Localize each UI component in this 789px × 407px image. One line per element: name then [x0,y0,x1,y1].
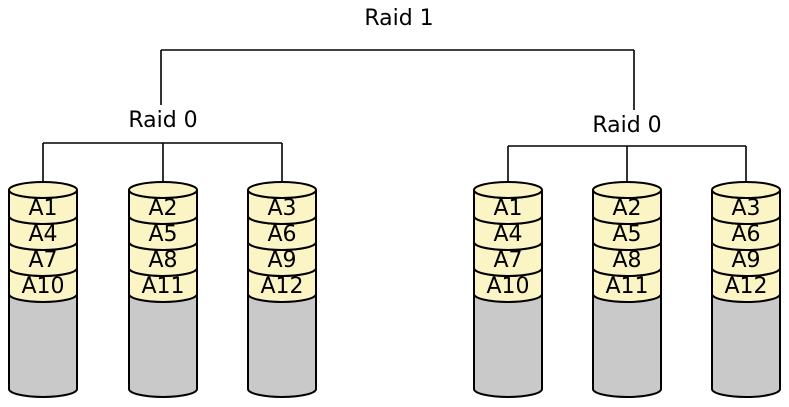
raid0-label: Raid 0 [128,108,197,133]
block-label: A7 [28,248,57,273]
disk-free-space [473,293,543,398]
disk-free-space [247,293,317,398]
block-label: A8 [612,248,641,273]
block-label: A9 [731,248,760,273]
raid1-title: Raid 1 [364,6,433,31]
disk-free-space [128,293,198,398]
disk-free-space [592,293,662,398]
block-label: A3 [731,196,760,221]
block-label: A10 [21,274,64,299]
disk-top [247,181,317,199]
block-label: A9 [267,248,296,273]
block-label: A2 [148,196,177,221]
disk-free-space [8,293,78,398]
block-label: A6 [731,222,760,247]
block-label: A5 [148,222,177,247]
block-label: A1 [493,196,522,221]
block-label: A7 [493,248,522,273]
block-label: A12 [260,274,303,299]
block-label: A6 [267,222,296,247]
block-label: A12 [724,274,767,299]
block-label: A5 [612,222,641,247]
block-label: A10 [486,274,529,299]
disk-top [592,181,662,199]
disk-top [473,181,543,199]
disk-top [711,181,781,199]
disk-free-space [711,293,781,398]
block-label: A3 [267,196,296,221]
block-label: A2 [612,196,641,221]
block-label: A4 [28,222,57,247]
block-label: A1 [28,196,57,221]
disk-top [8,181,78,199]
block-label: A4 [493,222,522,247]
block-label: A11 [141,274,184,299]
disk-top [128,181,198,199]
connector-lines [42,49,747,182]
block-label: A8 [148,248,177,273]
block-label: A11 [605,274,648,299]
raid0-label: Raid 0 [592,113,661,138]
